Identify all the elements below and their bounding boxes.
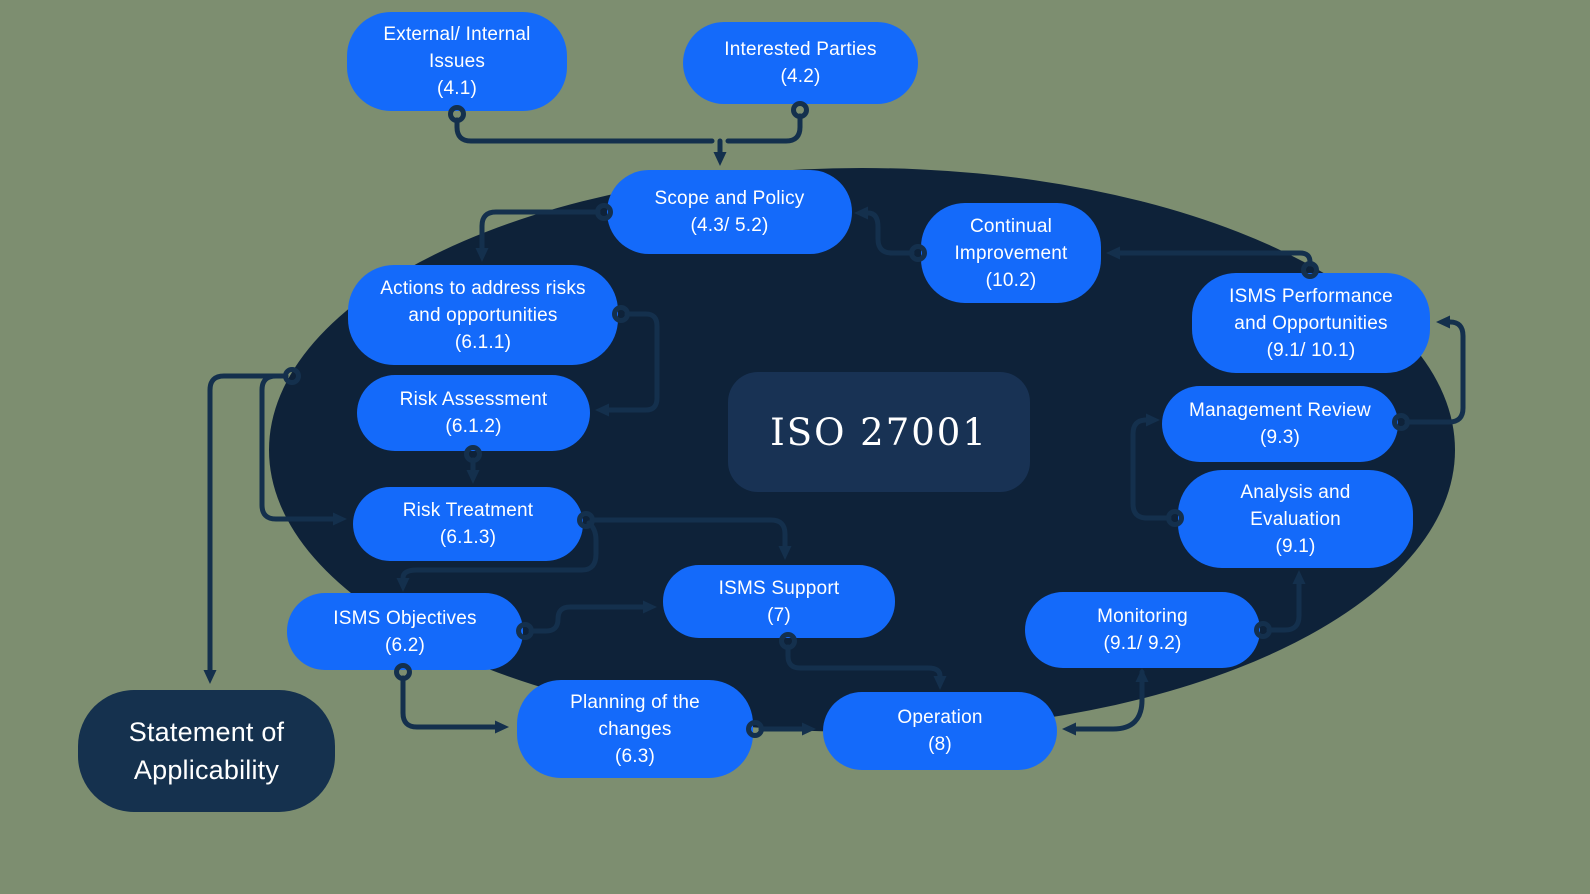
connector-start-dot: [791, 101, 809, 119]
node-title: Operation: [897, 707, 983, 728]
node-title: Scope and Policy: [654, 188, 805, 209]
node-title: Statement of Applicability: [128, 717, 285, 785]
node-actions-to-address-risks: Actions to address risks and opportuniti…: [348, 265, 618, 365]
node-isms-support: ISMS Support (7): [663, 565, 895, 638]
node-title: Risk Treatment: [402, 500, 534, 521]
node-risk-assessment: Risk Assessment (6.1.2): [357, 375, 590, 451]
node-scope-and-policy: Scope and Policy (4.3/ 5.2): [607, 170, 852, 254]
node-title: Management Review: [1189, 400, 1371, 421]
node-management-review: Management Review (9.3): [1162, 386, 1398, 462]
node-statement-of-applicability: Statement of Applicability: [78, 690, 335, 812]
node-title: Actions to address risks and opportuniti…: [380, 277, 586, 326]
node-ref: (9.3): [1259, 427, 1301, 448]
node-title: Interested Parties: [724, 39, 877, 60]
node-ref: (6.3): [614, 745, 656, 767]
center-title: ISO 27001: [770, 410, 988, 454]
node-risk-treatment: Risk Treatment (6.1.3): [353, 487, 583, 561]
node-ref: (7): [767, 604, 791, 626]
node-title: Risk Assessment: [399, 389, 548, 410]
node-ref: (4.3/ 5.2): [690, 215, 769, 236]
node-title: ISMS Objectives: [333, 607, 477, 629]
node-monitoring: Monitoring (9.1/ 9.2): [1025, 592, 1260, 668]
node-title: ISMS Support: [718, 577, 840, 599]
node-isms-objectives: ISMS Objectives (6.2): [287, 593, 523, 670]
node-continual-improvement: Continual Improvement (10.2): [921, 203, 1101, 303]
connector-external-to-scope: [454, 117, 715, 144]
node-planning-of-the-changes: Planning of the changes (6.3): [517, 680, 753, 778]
node-operation: Operation (8): [823, 692, 1057, 770]
node-title: External/ Internal Issues: [383, 24, 531, 72]
node-title: Planning of the changes: [570, 691, 700, 740]
node-ref: (4.2): [780, 66, 821, 87]
node-title: Continual Improvement: [954, 215, 1068, 264]
node-isms-performance-and-opportunities: ISMS Performance and Opportunities (9.1/…: [1192, 273, 1430, 373]
node-ref: (8): [928, 734, 952, 755]
node-ref: (9.1/ 9.2): [1103, 633, 1182, 654]
connector-interested-to-scope: [725, 113, 803, 144]
node-ref: (6.1.1): [454, 331, 512, 353]
node-ref: (9.1/ 10.1): [1266, 339, 1356, 361]
node-analysis-and-evaluation: Analysis and Evaluation (9.1): [1178, 470, 1413, 568]
node-title: ISMS Performance and Opportunities: [1229, 285, 1393, 334]
node-ref: (6.1.3): [439, 527, 497, 548]
node-interested-parties: Interested Parties (4.2): [683, 22, 918, 104]
node-ref: (10.2): [985, 269, 1037, 291]
node-title: Analysis and Evaluation: [1240, 481, 1351, 530]
connector-objectives-to-planning: [400, 675, 509, 734]
node-ref: (9.1): [1275, 535, 1316, 557]
node-ref: (6.2): [384, 634, 426, 656]
node-external-internal-issues: External/ Internal Issues (4.1): [347, 12, 567, 111]
node-ref: (4.1): [436, 78, 478, 99]
node-ref: (6.1.2): [445, 416, 502, 437]
node-title: Monitoring: [1097, 606, 1188, 627]
center-panel: ISO 27001: [728, 372, 1030, 492]
